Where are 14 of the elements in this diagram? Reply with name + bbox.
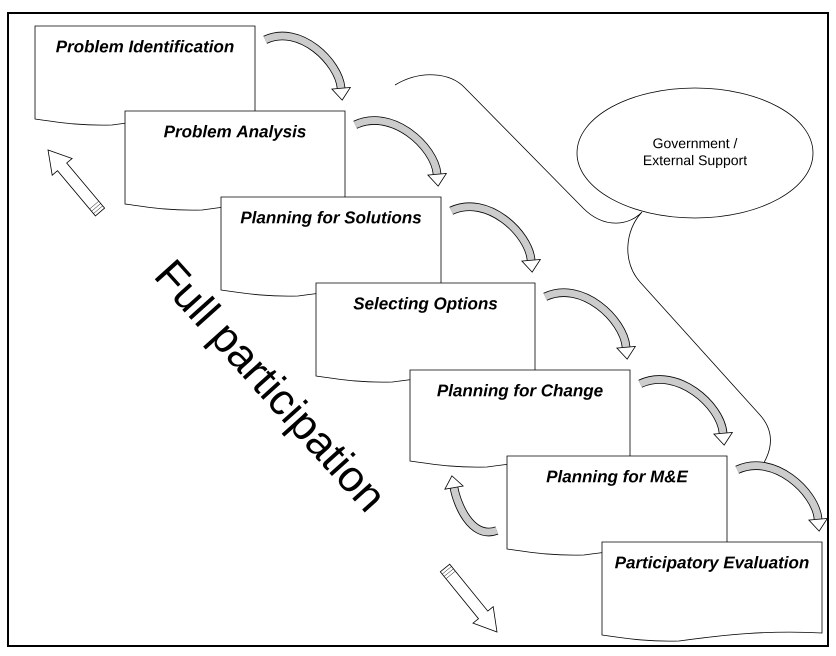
document-box: Problem Analysis [124,110,346,211]
curved-arrow [354,116,448,187]
curved-arrow [264,32,352,101]
curved-arrow [638,375,734,446]
curved-arrow [444,475,498,536]
document-box: Selecting Options [316,282,536,383]
curved-arrow [736,461,828,532]
curved-arrow [544,288,636,360]
document-box: Planning for Change [410,370,630,468]
document-box: Problem Identification [34,26,256,126]
document-box: Planning for M&E [506,456,728,556]
document-box: Planning for Solutions [220,196,442,297]
document-box: Participatory Evaluation [602,542,822,642]
curved-arrow [450,202,542,273]
